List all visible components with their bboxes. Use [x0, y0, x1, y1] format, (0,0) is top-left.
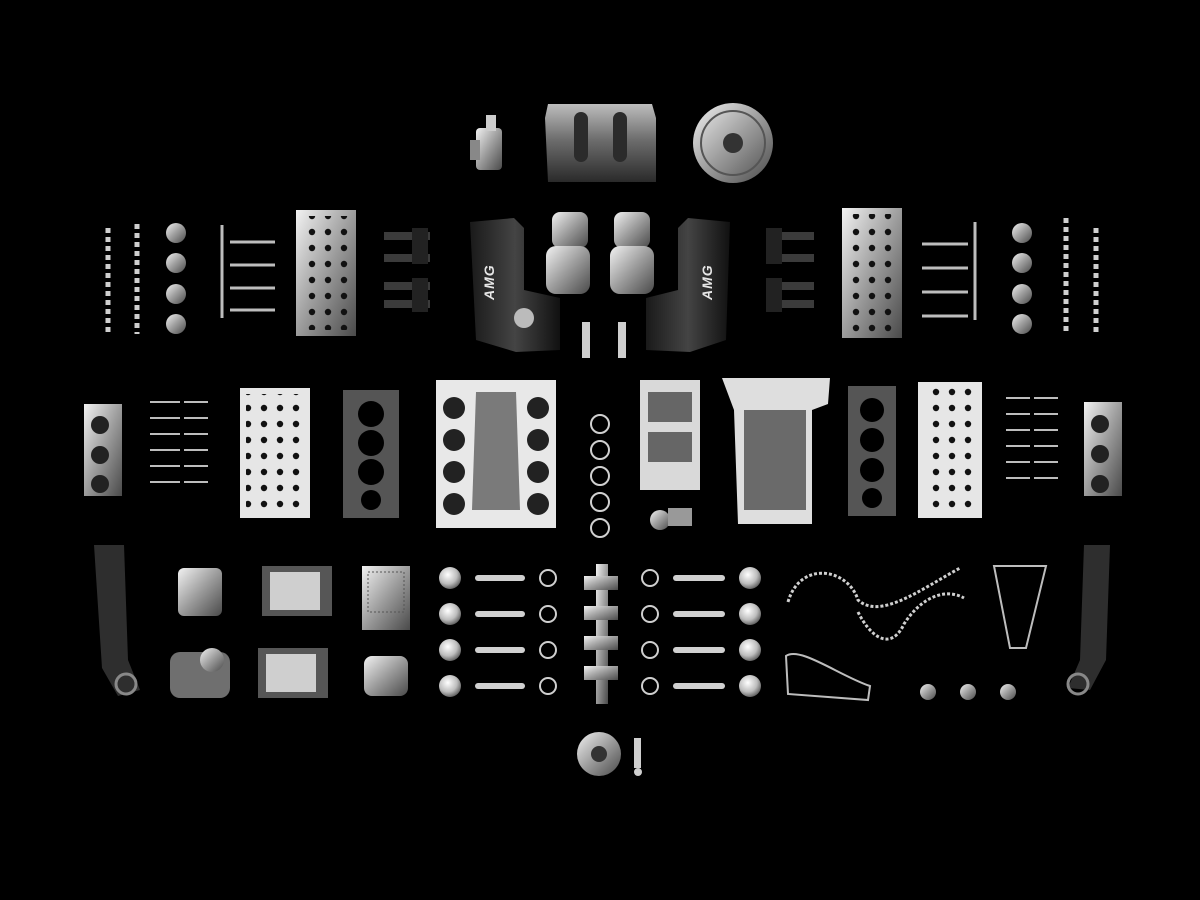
engine-block	[436, 380, 556, 528]
conrods-left	[475, 575, 525, 689]
starter-motor	[470, 115, 502, 170]
plenum-logo-right: AMG	[699, 264, 715, 301]
cylinder-head-left	[240, 388, 310, 518]
cam-adjusters-right	[1012, 223, 1032, 334]
bearing-shells-right	[641, 569, 659, 695]
exhaust-manifold-right	[1084, 402, 1122, 496]
exhaust-downpipe-left	[94, 545, 140, 696]
pistons-right	[739, 567, 761, 697]
camshafts-left	[105, 224, 140, 334]
water-pump	[170, 648, 230, 698]
cylinder-head-top-left	[296, 210, 356, 336]
crank-pulley	[577, 732, 621, 776]
cylinder-head-top-right	[842, 208, 902, 338]
cylinder-head-right	[918, 382, 982, 518]
pistons-left	[439, 567, 461, 697]
plenum-logo-left: AMG	[481, 264, 497, 301]
fuel-injectors-right	[922, 222, 977, 320]
crank-bolt	[634, 738, 642, 776]
drive-belt-small	[784, 653, 872, 702]
timing-chains	[786, 566, 965, 641]
bearing-shells-left	[539, 569, 557, 695]
idler-pulleys	[920, 684, 1016, 700]
valves-left	[150, 401, 208, 483]
engine-cover	[545, 104, 656, 182]
ignition-coils-right	[766, 228, 814, 312]
oil-pan	[722, 378, 830, 524]
drive-belt-large	[992, 565, 1048, 649]
intake-manifold-left: AMG	[470, 218, 560, 352]
head-gasket-right	[848, 386, 896, 516]
exhaust-manifold-left	[84, 404, 122, 496]
piston-rings-center	[590, 414, 610, 538]
intercoolers	[258, 566, 332, 698]
exhaust-downpipe-right	[1066, 545, 1110, 696]
crankcase-lower	[640, 380, 700, 490]
ignition-coils-left	[384, 228, 430, 312]
flywheel	[693, 103, 773, 183]
crankshaft	[584, 564, 618, 704]
oil-pump	[650, 508, 692, 530]
valves-right	[1006, 397, 1058, 479]
conrods-right	[673, 575, 725, 689]
engine-control-unit	[362, 566, 410, 630]
small-bolts-center	[582, 322, 626, 358]
camshafts-right	[1063, 218, 1099, 334]
fuel-injectors-left	[220, 225, 275, 318]
head-gasket-left	[343, 390, 399, 518]
ac-compressor	[178, 568, 222, 616]
cam-adjusters-left	[166, 223, 186, 334]
turbochargers	[546, 212, 654, 294]
intake-manifold-right: AMG	[646, 218, 730, 352]
alternator	[364, 656, 408, 696]
